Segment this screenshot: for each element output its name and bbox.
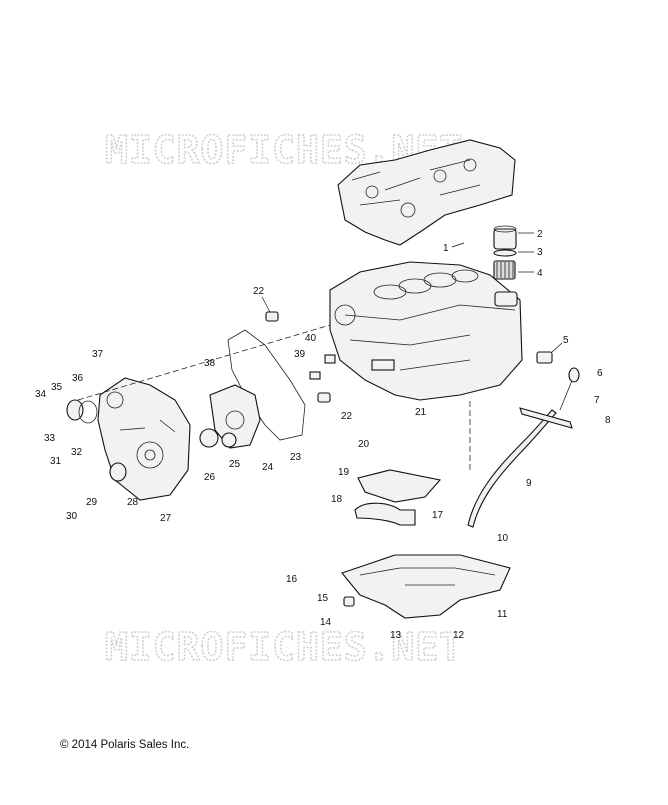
callout-14: 14 (320, 617, 332, 628)
callout-23: 23 (290, 452, 302, 463)
callout-10: 10 (497, 533, 509, 544)
oil-pan-baffle (357, 469, 442, 503)
callout-21: 21 (415, 407, 427, 418)
callout-34: 34 (35, 389, 47, 400)
callout-4: 4 (537, 268, 543, 279)
callout-17: 17 (432, 510, 444, 521)
tube-bracket (519, 407, 573, 429)
oil-pickup-tube (354, 502, 416, 526)
callout-16: 16 (286, 574, 298, 585)
callout-31: 31 (50, 456, 62, 467)
oil-filter-housing (493, 225, 517, 280)
callout-40: 40 (305, 333, 317, 344)
dowel-22-top (265, 311, 279, 322)
front-cover-gasket (227, 329, 306, 441)
callout-19: 19 (338, 467, 350, 478)
oil-pump-housing (209, 384, 261, 449)
callout-3: 3 (537, 247, 543, 258)
callout-37: 37 (92, 349, 104, 360)
drain-plug-14 (343, 596, 355, 607)
seal-28 (109, 462, 127, 482)
callout-22-top: 22 (253, 286, 265, 297)
callout-5: 5 (563, 335, 569, 346)
rotor-25 (221, 432, 237, 448)
dipstick (559, 377, 574, 411)
callout-6: 6 (597, 368, 603, 379)
callout-29: 29 (86, 497, 98, 508)
oil-pan (341, 554, 511, 619)
callout-35: 35 (51, 382, 63, 393)
dowel-22-bottom (317, 392, 331, 403)
callout-2: 2 (537, 229, 543, 240)
bolt-39 (309, 371, 321, 380)
callout-39: 39 (294, 349, 306, 360)
callout-15: 15 (317, 593, 329, 604)
callout-7: 7 (594, 395, 600, 406)
callout-30: 30 (66, 511, 78, 522)
callout-28: 28 (127, 497, 139, 508)
watermark-bottom: MICROFICHES.NET (105, 625, 463, 669)
callout-36: 36 (72, 373, 84, 384)
callout-12: 12 (453, 630, 465, 641)
callout-24: 24 (262, 462, 274, 473)
callout-8: 8 (605, 415, 611, 426)
callout-13: 13 (390, 630, 402, 641)
callouts: 1 2 3 4 5 6 7 8 9 10 11 12 13 14 15 16 1… (35, 229, 611, 641)
dipstick-tube (467, 409, 557, 528)
bolt-40 (324, 354, 336, 364)
callout-22-bottom: 22 (341, 411, 353, 422)
engine-block (329, 261, 523, 401)
alignment-line-1 (77, 324, 331, 401)
callout-33: 33 (44, 433, 56, 444)
callout-9: 9 (526, 478, 532, 489)
seal-35 (66, 399, 84, 421)
seal-36 (78, 400, 98, 424)
cylinder-head (337, 139, 516, 246)
gear-26 (199, 428, 219, 448)
dipstick-handle (568, 367, 580, 383)
callout-1: 1 (443, 243, 449, 254)
callout-38: 38 (204, 358, 216, 369)
callout-25: 25 (229, 459, 241, 470)
callout-18: 18 (331, 494, 343, 505)
copyright-notice: © 2014 Polaris Sales Inc. (60, 739, 190, 751)
front-cover (97, 377, 191, 501)
callout-27: 27 (160, 513, 172, 524)
callout-32: 32 (71, 447, 83, 458)
callout-20: 20 (358, 439, 370, 450)
fitting-5 (536, 351, 553, 364)
callout-26: 26 (204, 472, 216, 483)
callout-11: 11 (497, 609, 508, 620)
